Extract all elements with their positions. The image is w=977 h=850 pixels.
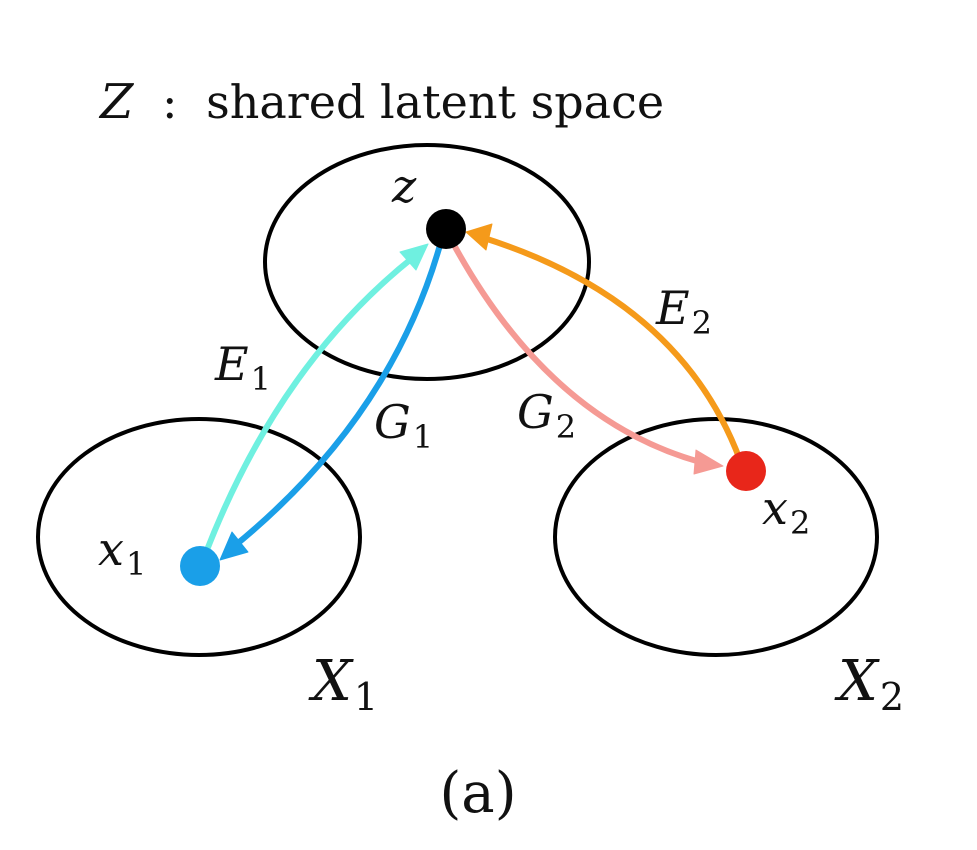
edge-g2: [451, 242, 703, 465]
space-x2-label-main: X: [834, 649, 880, 714]
edge-e2-label-sub: 2: [692, 304, 712, 342]
space-x1-label-main: X: [308, 649, 354, 714]
space-x2-label: X2: [834, 649, 904, 719]
edge-e2-label-main: E: [655, 281, 690, 335]
edge-g1-label-main: G: [374, 395, 411, 449]
title-text: shared latent space: [206, 75, 664, 129]
node-x2-label-sub: 2: [790, 504, 810, 542]
node-x2: [726, 451, 766, 491]
space-x1-ellipse: [36, 417, 362, 657]
edge-g1: [229, 242, 443, 551]
caption: (a): [439, 761, 516, 826]
edge-e1: [202, 249, 423, 558]
edge-e2-label: E2: [655, 281, 712, 342]
edge-g1-arrowhead: [219, 531, 249, 561]
edge-g2-label-sub: 2: [556, 408, 576, 446]
edge-e2: [481, 235, 743, 463]
edge-g2-label-main: G: [517, 385, 554, 439]
edge-e2-arrowhead: [465, 223, 493, 251]
node-x2-label-main: x: [762, 481, 788, 535]
edge-g1-label: G1: [374, 395, 433, 456]
edge-e1-label-sub: 1: [251, 360, 271, 398]
title-symbol: Z: [98, 74, 135, 130]
edge-g1-label-sub: 1: [413, 418, 433, 456]
title-separator: :: [162, 75, 178, 129]
title: Z : shared latent space: [98, 74, 664, 130]
node-z-label: z: [391, 159, 417, 213]
node-x1-label-sub: 1: [126, 545, 146, 583]
edge-g2-label: G2: [517, 385, 576, 446]
node-x2-label: x2: [762, 481, 810, 542]
edge-e1-arrowhead: [399, 243, 429, 271]
node-x1-label: x1: [98, 522, 146, 583]
latent-space-ellipse: [263, 143, 591, 381]
node-x1: [180, 546, 220, 586]
edge-g2-arrowhead: [693, 449, 724, 475]
edge-e1-label-main: E: [214, 337, 249, 391]
node-x1-label-main: x: [98, 522, 124, 576]
edge-e1-label: E1: [214, 337, 271, 398]
node-z: [426, 209, 466, 249]
space-x1-label: X1: [308, 649, 378, 719]
space-x2-ellipse: [553, 417, 879, 657]
space-x2-label-sub: 2: [880, 675, 904, 719]
space-x1-label-sub: 1: [354, 675, 378, 719]
